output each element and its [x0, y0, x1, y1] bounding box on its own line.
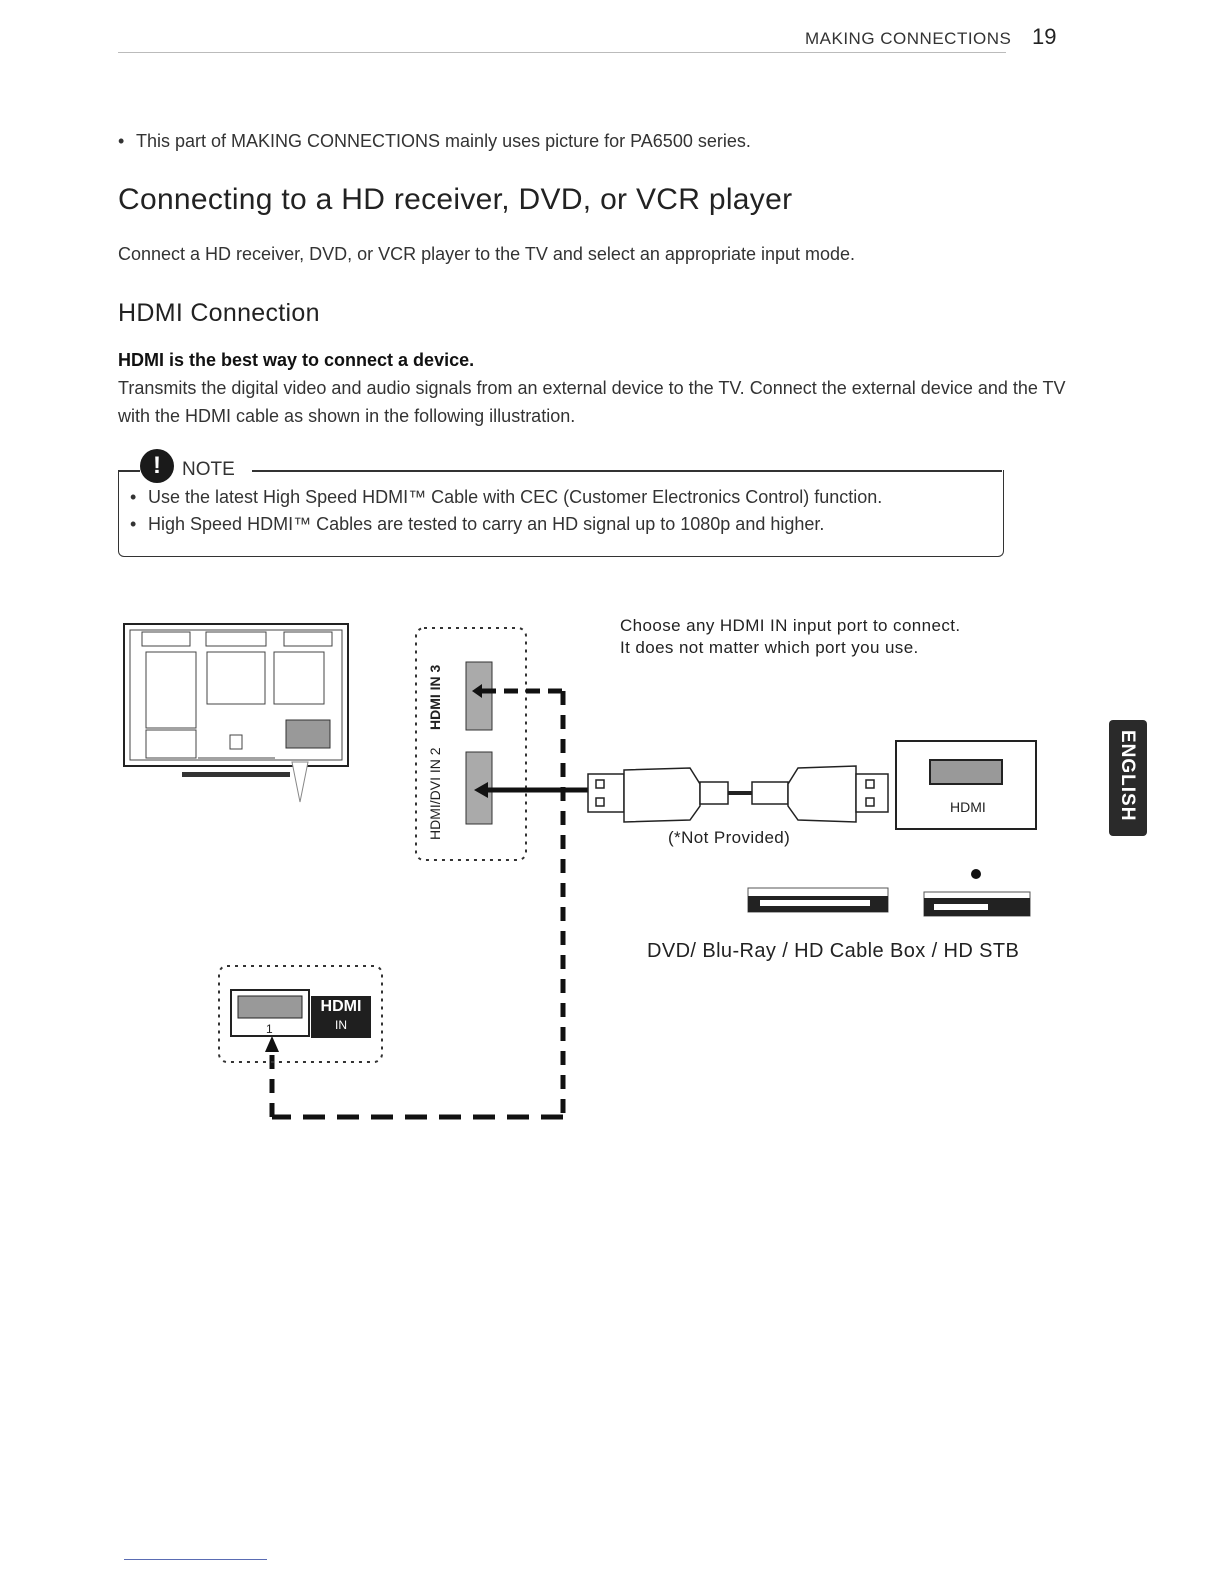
- arrow-head: [472, 684, 482, 698]
- note-item-text: High Speed HDMI™ Cables are tested to ca…: [148, 514, 825, 534]
- dvd-player-illustration: [747, 887, 889, 913]
- hdmi-port-icon: [929, 759, 1003, 785]
- diagram-caption: It does not matter which port you use.: [620, 638, 919, 657]
- tv-back-illustration: [123, 623, 349, 803]
- note-item: • Use the latest High Speed HDMI™ Cable w…: [130, 487, 882, 508]
- arrow-head: [474, 782, 488, 798]
- footer-rule: [124, 1559, 267, 1560]
- port2-label: HDMI/DVI IN 2: [427, 747, 443, 840]
- page-number: 19: [1032, 24, 1057, 49]
- bullet-icon: •: [130, 514, 137, 534]
- section-heading: HDMI Connection: [118, 299, 320, 327]
- device-port-label: HDMI: [950, 799, 986, 815]
- page-title: Connecting to a HD receiver, DVD, or VCR…: [118, 183, 793, 216]
- dashed-route: [269, 688, 566, 1120]
- arrow-head: [265, 1036, 279, 1052]
- bold-statement: HDMI is the best way to connect a device…: [118, 350, 475, 370]
- note-item: • High Speed HDMI™ Cables are tested to c…: [130, 514, 824, 535]
- settop-box-illustration: [923, 869, 1031, 917]
- note-border-stub: [118, 470, 140, 472]
- not-provided-label: (*Not Provided): [668, 828, 791, 847]
- exclamation-icon: !: [140, 449, 174, 483]
- intro-text: This part of MAKING CONNECTIONS mainly u…: [136, 131, 751, 151]
- intro-bullet: • This part of MAKING CONNECTIONS mainly …: [118, 131, 751, 152]
- hdmi-in1-panel: [218, 965, 383, 1063]
- port3-label: HDMI IN 3: [427, 664, 443, 730]
- hdmi-logo-text: HDMI: [320, 998, 362, 1015]
- note-box: [118, 470, 1004, 557]
- lead-paragraph: Connect a HD receiver, DVD, or VCR playe…: [118, 244, 856, 264]
- diagram-caption: Choose any HDMI IN input port to connect…: [620, 616, 961, 635]
- note-item-text: Use the latest High Speed HDMI™ Cable wi…: [148, 487, 883, 507]
- hdmi-cable: [587, 765, 889, 823]
- device-port-box: [895, 740, 1037, 830]
- devices-caption: DVD/ Blu-Ray / HD Cable Box / HD STB: [647, 940, 1020, 962]
- bullet-icon: •: [118, 131, 125, 151]
- running-header: MAKING CONNECTIONS: [805, 29, 1012, 48]
- bullet-icon: •: [130, 487, 137, 507]
- hdmi-logo: HDMI IN: [311, 996, 371, 1038]
- note-title: NOTE: [182, 459, 235, 480]
- note-border-top: [252, 470, 1002, 472]
- hdmi-in-text: IN: [335, 1018, 347, 1032]
- language-tab-label: ENGLISH: [1117, 730, 1138, 822]
- language-tab: ENGLISH: [1109, 720, 1147, 836]
- header-divider: [118, 52, 1006, 53]
- body-paragraph: Transmits the digital video and audio si…: [118, 378, 1066, 426]
- port-number: 1: [266, 1022, 273, 1036]
